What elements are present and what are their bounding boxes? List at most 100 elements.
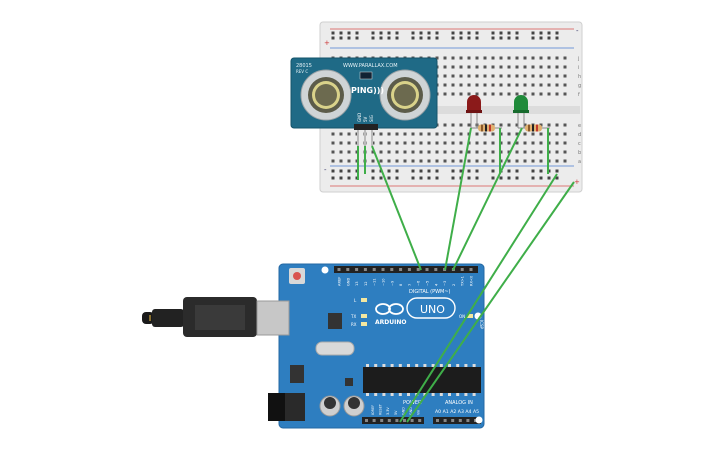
terminal-hole[interactable] (515, 150, 519, 154)
terminal-hole[interactable] (347, 132, 351, 136)
terminal-hole[interactable] (451, 65, 455, 69)
terminal-hole[interactable] (555, 92, 559, 96)
terminal-hole[interactable] (531, 74, 535, 78)
rail-hole[interactable] (507, 176, 511, 180)
terminal-hole[interactable] (507, 65, 511, 69)
terminal-hole[interactable] (491, 74, 495, 78)
terminal-hole[interactable] (491, 132, 495, 136)
rail-hole[interactable] (419, 176, 423, 180)
rail-hole[interactable] (331, 36, 335, 40)
terminal-hole[interactable] (531, 56, 535, 60)
terminal-hole[interactable] (515, 65, 519, 69)
rail-hole[interactable] (379, 176, 383, 180)
terminal-hole[interactable] (499, 56, 503, 60)
power-pin[interactable] (372, 419, 376, 422)
rail-hole[interactable] (331, 176, 335, 180)
terminal-hole[interactable] (515, 123, 519, 127)
terminal-hole[interactable] (459, 123, 463, 127)
terminal-hole[interactable] (475, 141, 479, 145)
analog-pin[interactable] (474, 419, 477, 422)
rail-hole[interactable] (387, 169, 391, 173)
header-pin[interactable] (425, 268, 429, 271)
terminal-hole[interactable] (515, 132, 519, 136)
terminal-hole[interactable] (451, 83, 455, 87)
terminal-hole[interactable] (555, 83, 559, 87)
rail-hole[interactable] (499, 176, 503, 180)
terminal-hole[interactable] (539, 83, 543, 87)
terminal-hole[interactable] (563, 56, 567, 60)
terminal-hole[interactable] (379, 159, 383, 163)
terminal-hole[interactable] (347, 150, 351, 154)
terminal-hole[interactable] (451, 159, 455, 163)
terminal-hole[interactable] (555, 74, 559, 78)
rail-hole[interactable] (507, 169, 511, 173)
rail-hole[interactable] (475, 31, 479, 35)
header-pin[interactable] (390, 268, 394, 271)
terminal-hole[interactable] (387, 150, 391, 154)
terminal-hole[interactable] (563, 150, 567, 154)
terminal-hole[interactable] (523, 56, 527, 60)
terminal-hole[interactable] (563, 141, 567, 145)
terminal-hole[interactable] (555, 150, 559, 154)
terminal-hole[interactable] (387, 141, 391, 145)
rail-hole[interactable] (411, 36, 415, 40)
terminal-hole[interactable] (539, 56, 543, 60)
terminal-hole[interactable] (451, 56, 455, 60)
terminal-hole[interactable] (563, 92, 567, 96)
terminal-hole[interactable] (467, 92, 471, 96)
rail-hole[interactable] (555, 31, 559, 35)
terminal-hole[interactable] (411, 150, 415, 154)
terminal-hole[interactable] (443, 150, 447, 154)
terminal-hole[interactable] (419, 150, 423, 154)
terminal-hole[interactable] (467, 74, 471, 78)
terminal-hole[interactable] (451, 74, 455, 78)
terminal-hole[interactable] (467, 56, 471, 60)
bottom-header-pins[interactable] (365, 419, 477, 422)
terminal-hole[interactable] (331, 132, 335, 136)
terminal-hole[interactable] (555, 159, 559, 163)
wire-sig-to-d7[interactable] (371, 145, 422, 271)
terminal-hole[interactable] (507, 74, 511, 78)
terminal-hole[interactable] (483, 159, 487, 163)
terminal-hole[interactable] (515, 74, 519, 78)
rail-hole[interactable] (555, 36, 559, 40)
terminal-hole[interactable] (379, 141, 383, 145)
terminal-hole[interactable] (523, 83, 527, 87)
terminal-hole[interactable] (443, 83, 447, 87)
terminal-hole[interactable] (331, 150, 335, 154)
rail-hole[interactable] (395, 176, 399, 180)
power-pin[interactable] (365, 419, 368, 422)
terminal-hole[interactable] (403, 132, 407, 136)
rail-hole[interactable] (427, 176, 431, 180)
terminal-hole[interactable] (499, 74, 503, 78)
wires[interactable] (371, 127, 575, 423)
terminal-hole[interactable] (555, 141, 559, 145)
terminal-hole[interactable] (443, 159, 447, 163)
terminal-hole[interactable] (435, 150, 439, 154)
rail-hole[interactable] (507, 31, 511, 35)
terminal-hole[interactable] (483, 150, 487, 154)
terminal-hole[interactable] (523, 92, 527, 96)
terminal-hole[interactable] (539, 65, 543, 69)
rail-hole[interactable] (451, 31, 455, 35)
terminal-hole[interactable] (507, 92, 511, 96)
led-green[interactable] (513, 95, 529, 128)
terminal-hole[interactable] (443, 65, 447, 69)
rail-hole[interactable] (355, 36, 359, 40)
rail-hole[interactable] (555, 176, 559, 180)
terminal-hole[interactable] (475, 74, 479, 78)
rail-hole[interactable] (395, 36, 399, 40)
terminal-hole[interactable] (539, 150, 543, 154)
terminal-hole[interactable] (491, 150, 495, 154)
rail-hole[interactable] (331, 31, 335, 35)
analog-pin[interactable] (458, 419, 462, 422)
header-pin[interactable] (469, 268, 473, 271)
rail-hole[interactable] (515, 169, 519, 173)
analog-pin[interactable] (436, 419, 439, 422)
rail-hole[interactable] (387, 36, 391, 40)
terminal-hole[interactable] (491, 92, 495, 96)
terminal-hole[interactable] (459, 92, 463, 96)
terminal-hole[interactable] (515, 141, 519, 145)
resistor-red-led[interactable] (471, 124, 502, 132)
rail-hole[interactable] (347, 31, 351, 35)
